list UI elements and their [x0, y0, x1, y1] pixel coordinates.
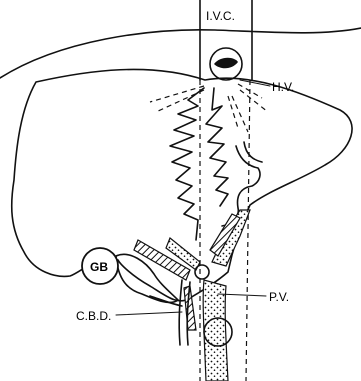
cbd-label: C.B.D.	[76, 309, 111, 323]
ivc-label: I.V.C.	[206, 9, 235, 23]
gb-label: GB	[90, 260, 108, 274]
hepatic-vein-opening	[214, 58, 238, 69]
middle-hepatic-vein-inner	[244, 142, 262, 162]
portal-vein-trunk	[203, 280, 228, 381]
cbd-leader	[116, 312, 182, 315]
hepatic-artery-trunk	[184, 286, 196, 330]
hv-label: H.V.	[272, 80, 294, 94]
left-hepatic-vein	[170, 88, 204, 240]
portal-confluence	[195, 265, 209, 279]
diaphragm-line	[0, 28, 361, 78]
ivc-right-dash	[246, 80, 250, 381]
right-hepatic-vein	[206, 88, 228, 206]
pv-label: P.V.	[269, 290, 289, 304]
